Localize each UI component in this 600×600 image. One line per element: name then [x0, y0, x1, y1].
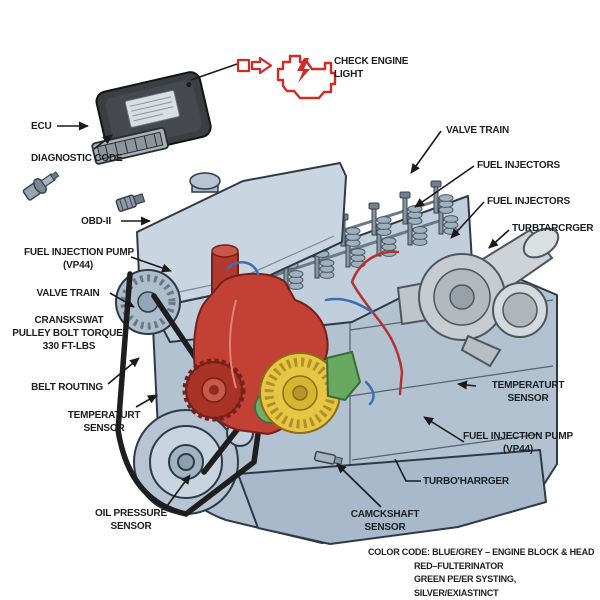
label-obd2: OBD-II [81, 216, 111, 227]
label-camshaft-sensor: CAMCKSHAFT SENSOR [350, 509, 420, 533]
ecu-label-plate [124, 90, 180, 128]
label-turbocharger-right: TURBTARCRGER [512, 223, 594, 234]
label-fuel-injection-pump-right: FUEL INJECTION PUMP (VP44) [463, 431, 573, 455]
label-fuel-injectors-1: FUEL INJECTORS [477, 160, 560, 171]
wiring [226, 250, 404, 406]
label-belt-routing: BELT ROUTING [31, 382, 103, 393]
label-valve-train-left: VALVE TRAIN [36, 288, 100, 299]
label-diagnostic-code: DIAGNOSTIC CODE [31, 153, 123, 164]
obd2-plug-icon [115, 193, 146, 212]
leader-lines [57, 63, 510, 508]
label-valve-train-right: VALVE TRAIN [446, 125, 509, 136]
label-fuel-injectors-2: FUEL INJECTORS [487, 196, 570, 207]
crankshaft-pulley [133, 409, 239, 515]
valve-cover [136, 162, 347, 309]
green-bracket [325, 350, 362, 402]
label-crank-pulley-torque: CRANSKSWAT PULLEY BOLT TORQUE: 330 FT-LB… [12, 315, 126, 352]
oil-filler-cap [189, 172, 221, 190]
color-code-legend: COLOR CODE: BLUE/GREY – ENGINE BLOCK & H… [368, 547, 595, 598]
color-code-title: COLOR CODE: [368, 547, 430, 557]
signal-arrow-icon [236, 56, 273, 75]
left-alternator [115, 269, 181, 335]
label-check-engine: CHECK ENGINE LIGHT [334, 56, 409, 80]
camshaft-sensor [313, 450, 343, 465]
label-turbocharger-bottom: TURBO'HARRGER [423, 476, 509, 487]
diagnostic-connector-icon [22, 171, 60, 201]
ecu-box [91, 71, 212, 165]
label-temp-sensor-left: TEMPERATURT SENSOR [67, 410, 141, 434]
label-temp-sensor-right: TEMPERATURT SENSOR [491, 380, 565, 404]
label-oil-pressure-sensor: OIL PRESSURE SENSOR [95, 508, 167, 532]
check-engine-light-icon [276, 54, 337, 100]
label-ecu: ECU [31, 121, 52, 132]
oil-pan [237, 449, 547, 545]
label-fuel-injection-pump-left: FUEL INJECTION PUMP (VP44) [24, 247, 134, 271]
turbocharger [396, 227, 560, 368]
